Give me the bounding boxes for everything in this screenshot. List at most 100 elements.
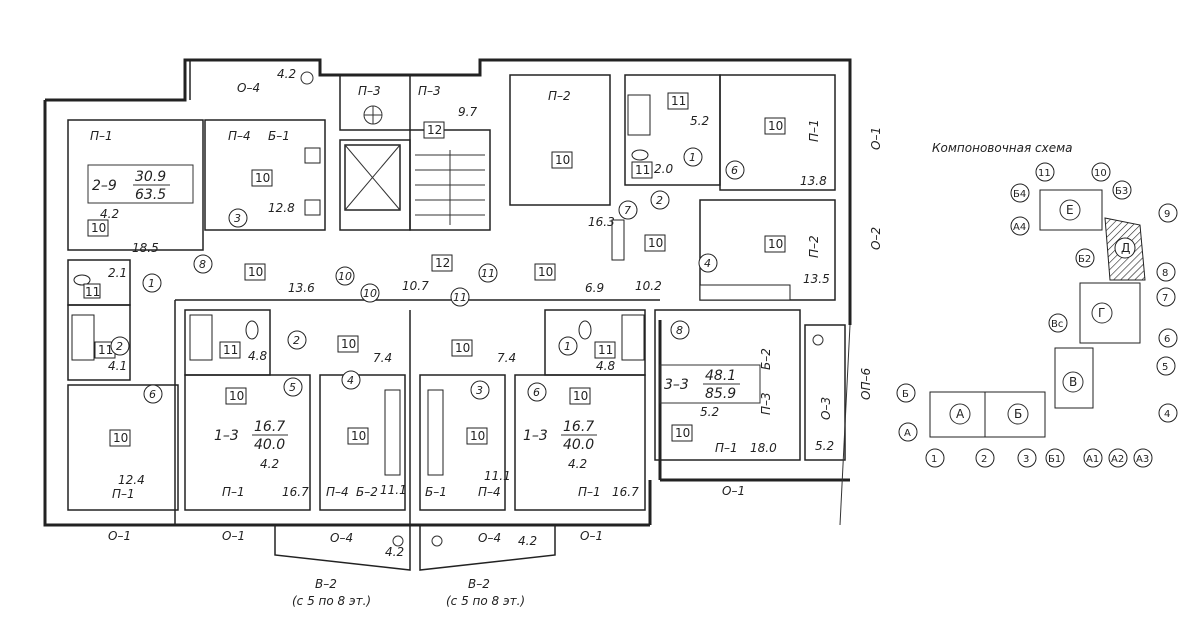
svg-text:4.2: 4.2 bbox=[277, 67, 296, 81]
room-type-label: П–3 bbox=[418, 84, 441, 98]
door-marker-label: 6 bbox=[149, 388, 156, 401]
door-marker-label: 1 bbox=[148, 277, 155, 290]
room-area: 9.7 bbox=[458, 105, 477, 119]
axis-bubble bbox=[1156, 356, 1176, 376]
door-marker-label: 1 bbox=[564, 340, 571, 353]
room-type-label: П–2 bbox=[548, 89, 571, 103]
door-marker bbox=[228, 208, 248, 228]
door-marker-label: 8 bbox=[676, 324, 683, 337]
section-G bbox=[1079, 282, 1141, 344]
svg-text:4.2: 4.2 bbox=[518, 534, 537, 548]
door-marker bbox=[360, 283, 380, 303]
apt-type: 2–9 bbox=[92, 178, 117, 194]
door-marker-label: 6 bbox=[731, 164, 738, 177]
door-marker-label: 7 bbox=[624, 204, 631, 217]
door-marker bbox=[341, 370, 361, 390]
room-code: 10 bbox=[455, 341, 470, 355]
op6-wall bbox=[839, 324, 851, 526]
room-type-label: П–4 bbox=[326, 485, 349, 499]
apt-live-area: 16.7 bbox=[254, 419, 285, 435]
apt-height: 4.2 bbox=[568, 457, 587, 471]
side-loggia bbox=[804, 324, 846, 461]
outer-walls bbox=[43, 58, 852, 527]
axis-bubble bbox=[1017, 448, 1037, 468]
room-code: 11 bbox=[671, 94, 686, 108]
svg-text:О–1: О–1 bbox=[722, 484, 745, 498]
room-code: 10 bbox=[91, 221, 106, 235]
door-marker bbox=[335, 266, 355, 286]
balcony-notes: В–2 (с 5 по 8 эт.) В–2 (с 5 по 8 эт.) bbox=[292, 577, 525, 608]
svg-text:4.2: 4.2 bbox=[385, 545, 404, 559]
door-marker-label: 2 bbox=[116, 340, 123, 353]
axis-bubble-label: А4 bbox=[1013, 222, 1026, 233]
room-area: 18.0 bbox=[750, 441, 777, 455]
apt-type: 1–3 bbox=[523, 428, 548, 444]
room-code: 12 bbox=[435, 256, 450, 270]
axis-bubble-label: Б1 bbox=[1048, 454, 1061, 465]
section-B bbox=[984, 391, 1046, 438]
room-area: 4.8 bbox=[596, 359, 615, 373]
axis-bubble-label: Б3 bbox=[1115, 186, 1128, 197]
svg-text:О–1: О–1 bbox=[222, 529, 245, 543]
svg-text:5.2: 5.2 bbox=[815, 439, 834, 453]
apt-height: 5.2 bbox=[700, 405, 719, 419]
axis-bubble bbox=[1010, 183, 1030, 203]
interior-walls bbox=[67, 74, 836, 525]
door-marker-label: 11 bbox=[453, 291, 467, 304]
room-code: 10 bbox=[248, 265, 263, 279]
fixtures bbox=[71, 94, 791, 476]
room-type-label: П–1 bbox=[222, 485, 245, 499]
room-type-label: П–4 bbox=[478, 485, 501, 499]
svg-text:Д: Д bbox=[1121, 241, 1130, 255]
axis-bubble-label: 1 bbox=[931, 454, 937, 465]
room-area: 13.8 bbox=[800, 174, 827, 188]
room-code: 11 bbox=[223, 343, 238, 357]
axis-bubble-label: А bbox=[904, 428, 911, 439]
axis-bubble-label: А3 bbox=[1136, 454, 1149, 465]
door-marker-label: 3 bbox=[476, 384, 483, 397]
room-area: 16.7 bbox=[612, 485, 639, 499]
apt-live-area: 48.1 bbox=[705, 368, 736, 384]
room-type-label: П–3 bbox=[759, 392, 773, 415]
room-area: 13.5 bbox=[803, 272, 830, 286]
axis-bubble bbox=[1048, 313, 1068, 333]
room-code: 11 bbox=[98, 343, 113, 357]
axis-bubble bbox=[1133, 448, 1153, 468]
elevator-shaft bbox=[344, 144, 401, 211]
svg-text:О–2: О–2 bbox=[869, 227, 883, 250]
room-code: 10 bbox=[470, 429, 485, 443]
door-marker bbox=[193, 254, 213, 274]
axis-bubble bbox=[1075, 248, 1095, 268]
room-code: 10 bbox=[555, 153, 570, 167]
apt-total-area: 40.0 bbox=[563, 437, 594, 453]
apt-total-area: 63.5 bbox=[135, 187, 166, 203]
room-area: 5.2 bbox=[690, 114, 709, 128]
room-area: 12.8 bbox=[268, 201, 295, 215]
vent-symbols bbox=[300, 71, 824, 547]
room-code: 10 bbox=[573, 389, 588, 403]
axis-bubble-label: 5 bbox=[1162, 362, 1168, 373]
axis-bubble-label: 4 bbox=[1164, 409, 1170, 420]
axis-bubble bbox=[1083, 448, 1103, 468]
room-type-label: П–1 bbox=[90, 129, 113, 143]
apt-live-area: 16.7 bbox=[563, 419, 594, 435]
room-code: 12 bbox=[427, 123, 442, 137]
room-area: 7.4 bbox=[373, 351, 392, 365]
door-marker-label: 4 bbox=[704, 257, 711, 270]
room-area: 2.1 bbox=[108, 266, 127, 280]
room-code: 11 bbox=[85, 285, 100, 299]
axis-bubble bbox=[1158, 328, 1178, 348]
svg-text:Б: Б bbox=[1014, 407, 1022, 421]
scheme-title: Компоновочная схема bbox=[932, 141, 1073, 155]
room-code: 10 bbox=[351, 429, 366, 443]
svg-text:О–1: О–1 bbox=[580, 529, 603, 543]
svg-text:(с 5 по 8 эт.): (с 5 по 8 эт.) bbox=[446, 594, 525, 608]
door-marker bbox=[287, 330, 307, 350]
axis-bubble bbox=[1045, 448, 1065, 468]
apartment-labels: 2–9 30.9 63.5 4.2 1–3 16.7 40.0 4.2 1–3 … bbox=[87, 164, 761, 471]
svg-text:В–2: В–2 bbox=[315, 577, 337, 591]
axis-bubble bbox=[1035, 162, 1055, 182]
room-area: 10.2 bbox=[635, 279, 662, 293]
door-marker bbox=[650, 190, 670, 210]
